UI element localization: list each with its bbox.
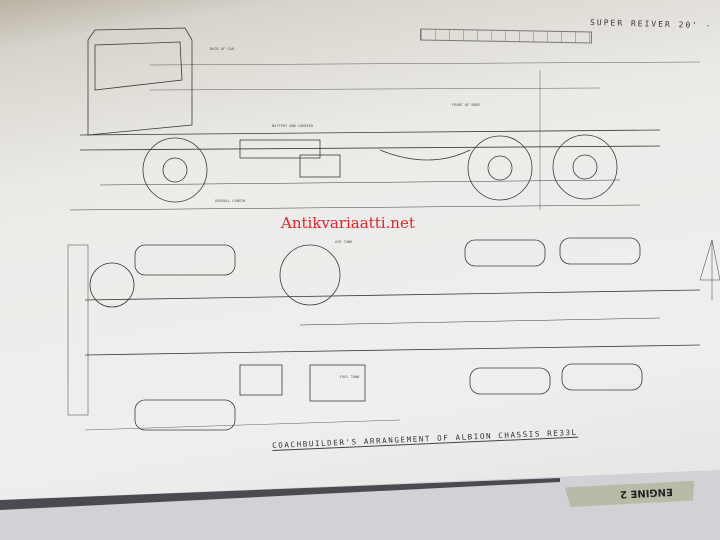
frame-rail-bottom [79,145,661,151]
front-dimension-box [67,244,89,416]
frame-rail-right [84,344,701,356]
desk-surface [0,470,720,540]
rear-tyre-2 [559,237,641,265]
battery-box [239,139,321,159]
rear-wheel-2 [552,134,618,200]
rear-tyre-4 [561,363,643,391]
dimension-line [69,204,641,211]
dimension-line-upper [149,61,701,66]
label-fuel-tank: FUEL TANK [340,375,360,379]
dimension-line-middle [149,87,601,91]
plan-dimension-line [84,419,401,431]
label-battery: BATTERY AND CARRIER [272,124,314,128]
front-tyre-right [134,399,236,431]
front-tyre-left [134,244,236,276]
rear-hub-2 [572,154,598,180]
front-hub [162,157,188,183]
ground-line [99,179,621,186]
spring [379,149,471,161]
sheet-edge [0,478,560,510]
windscreen [94,41,183,91]
plan-view [67,237,720,431]
engine-fan [89,262,135,308]
cab-outline [87,27,193,136]
rear-tyre-1 [464,239,546,267]
label-overall: OVERALL LENGTH [215,199,246,203]
label-air-tank: AIR TANK [335,240,353,244]
air-tank [279,244,341,306]
propshaft [299,317,661,326]
watermark: Antikvariaatti.net [281,214,415,232]
rear-marker [699,239,720,281]
label-front-of-body: FRONT OF BODY [452,103,481,107]
battery-plan [239,364,283,396]
frame-rail-top [79,129,661,136]
fuel-tank [309,364,366,402]
label-back-of-cab: BACK OF CAB [210,47,234,51]
rear-tyre-3 [469,367,551,395]
rear-hub-1 [487,155,513,181]
tank-side [299,154,341,178]
frame-rail-left [84,289,701,301]
side-elevation [69,27,701,211]
front-wheel [142,137,208,203]
rear-wheel-1 [467,135,533,201]
